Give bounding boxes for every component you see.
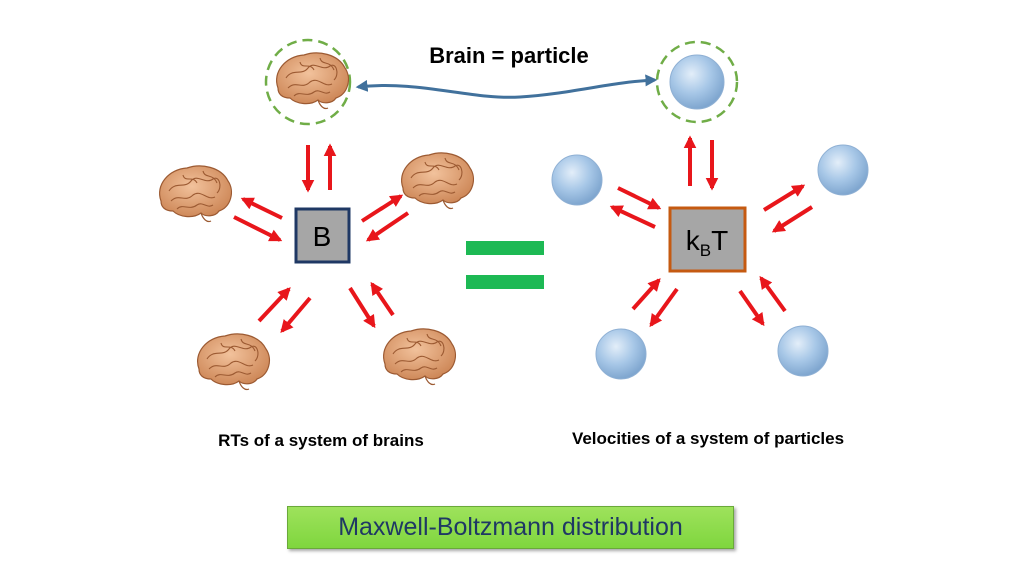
arrow-left-left-out	[240, 197, 283, 220]
particle-icon-lower-right	[777, 325, 829, 377]
right-caption: Velocities of a system of particles	[572, 429, 844, 448]
arrow-left-upperright-out	[360, 194, 404, 223]
right-center-box	[668, 206, 747, 273]
brain-icon-lower-right	[382, 328, 457, 386]
brain-particle-link-arrow	[355, 74, 658, 99]
arrow-right-left-out	[609, 205, 656, 229]
arrow-left-lowerleft-in	[257, 287, 291, 323]
particle-icon-left	[551, 154, 603, 206]
brain-icon-upper-right	[400, 152, 475, 210]
arrow-left-upperright-in	[365, 211, 410, 242]
equals-sign-top-bar	[466, 241, 544, 255]
right-arrows-group	[609, 135, 814, 328]
arrow-right-lowerleft-out	[649, 287, 679, 328]
particle-icon-right	[817, 144, 869, 196]
arrow-right-lowerright-in	[759, 275, 787, 313]
arrow-left-left-in	[233, 215, 283, 242]
arrow-right-left-in	[617, 186, 662, 210]
equals-sign-bottom-bar	[466, 275, 544, 289]
title-label: Brain = particle	[429, 43, 589, 68]
arrow-left-lowerright-in	[370, 281, 395, 317]
left-arrows-group	[233, 143, 410, 333]
left-caption: RTs of a system of brains	[218, 431, 424, 450]
arrow-right-lowerleft-in	[631, 278, 661, 311]
particle-icon-top	[669, 54, 725, 110]
arrow-right-lowerright-out	[738, 289, 765, 327]
particle-icon-lower-left	[595, 328, 647, 380]
arrow-right-right-in	[771, 205, 814, 233]
arrow-left-lowerright-out	[348, 286, 376, 329]
footer-label: Maxwell-Boltzmann distribution	[338, 513, 683, 541]
right-center-label: kBT	[686, 225, 728, 260]
left-dashed-circle	[264, 38, 352, 126]
brain-icon-lower-left	[196, 333, 271, 391]
right-dashed-circle	[655, 40, 739, 124]
brain-icon-left	[158, 165, 233, 223]
left-center-box	[294, 207, 351, 264]
arrow-right-right-out	[762, 184, 806, 212]
arrow-left-lowerleft-out	[280, 296, 312, 333]
footer-banner: Maxwell-Boltzmann distribution	[287, 506, 734, 549]
left-center-label: B	[313, 221, 332, 252]
brain-icon-top	[275, 52, 350, 110]
